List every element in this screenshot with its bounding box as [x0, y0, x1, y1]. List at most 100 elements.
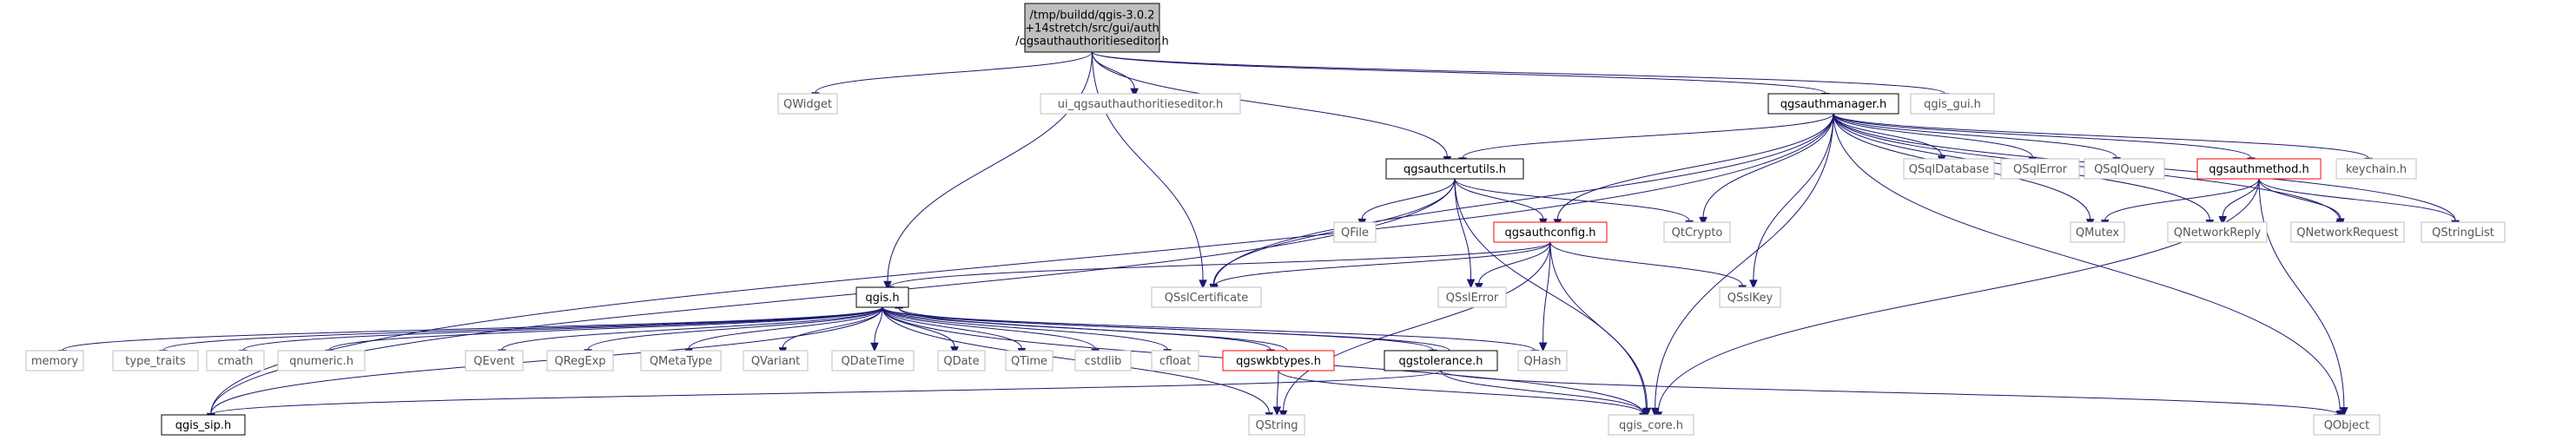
node-label: +14stretch/src/gui/auth — [1025, 23, 1159, 36]
node-label: cmath — [217, 355, 253, 368]
node-qfile: QFile — [1333, 221, 1377, 243]
node-wkbtypes[interactable]: qgswkbtypes.h — [1222, 350, 1335, 371]
node-label: QSslCertificate — [1165, 292, 1248, 305]
node-label: qgis.h — [865, 292, 899, 305]
node-label: QMetaType — [650, 355, 712, 368]
node-label: QObject — [2324, 419, 2370, 432]
node-box — [1910, 93, 1995, 115]
node-label: qgsauthconfig.h — [1505, 227, 1596, 240]
node-label: qgsauthcertutils.h — [1404, 163, 1506, 176]
node-box — [2070, 221, 2125, 243]
node-qdatetime: QDateTime — [831, 350, 915, 371]
node-box — [1608, 414, 1694, 436]
node-label: QNetworkRequest — [2296, 227, 2398, 240]
node-label: memory — [31, 355, 79, 368]
node-label: QSqlQuery — [2094, 163, 2155, 176]
node-label: QVariant — [751, 355, 800, 368]
node-label: qgsauthmethod.h — [2209, 163, 2308, 176]
edge-authmethod-to-netreply — [2218, 178, 2260, 226]
node-box — [1384, 350, 1498, 371]
node-stringlist: QStringList — [2421, 221, 2506, 243]
node-memory: memory — [25, 350, 84, 371]
node-label: keychain.h — [2346, 163, 2407, 176]
node-box — [277, 350, 366, 371]
node-box — [1903, 158, 1995, 180]
node-qevent: QEvent — [465, 350, 524, 371]
node-box — [1024, 3, 1160, 53]
node-qtcrypto: QtCrypto — [1663, 221, 1731, 243]
edge-authmanager-to-sslkey — [1749, 113, 1834, 290]
node-qhash: QHash — [1517, 350, 1568, 371]
node-box — [112, 350, 199, 371]
node-sqlerror: QSqlError — [2000, 158, 2080, 180]
node-authconfig[interactable]: qgsauthconfig.h — [1493, 221, 1608, 243]
node-cstdlib: cstdlib — [1074, 350, 1132, 371]
edge-wkbtypes-to-qstring — [1272, 370, 1282, 417]
node-tolerance[interactable]: qgstolerance.h — [1384, 350, 1498, 371]
node-label: qgis_gui.h — [1924, 98, 1981, 111]
node-box — [1517, 350, 1568, 371]
node-keychain: keychain.h — [2335, 158, 2417, 180]
node-sslerror: QSslError — [1437, 286, 1507, 308]
node-label: QMutex — [2076, 227, 2120, 240]
node-label: QTime — [1011, 355, 1047, 368]
node-sslcert: QSslCertificate — [1151, 286, 1262, 308]
node-sslkey: QSslKey — [1719, 286, 1781, 308]
node-box — [743, 350, 809, 371]
edge-root-to-sslcert — [1092, 51, 1207, 290]
node-box — [1663, 221, 1731, 243]
nodes-layer: /tmp/buildd/qgis-3.0.2+14stretch/src/gui… — [25, 3, 2506, 436]
node-label: /qgsauthauthoritieseditor.h — [1015, 36, 1169, 49]
node-label: qgswkbtypes.h — [1236, 355, 1321, 368]
node-label: QSqlDatabase — [1909, 163, 1989, 176]
node-label: QString — [1255, 419, 1298, 432]
node-qnumeric: qnumeric.h — [277, 350, 366, 371]
node-qvariant: QVariant — [743, 350, 809, 371]
node-box — [1719, 286, 1781, 308]
node-box — [2335, 158, 2417, 180]
node-box — [1767, 93, 1899, 115]
node-box — [1385, 158, 1524, 180]
node-ui-editor: ui_qgsauthauthoritieseditor.h — [1040, 93, 1241, 115]
node-qmutex: QMutex — [2070, 221, 2125, 243]
node-box — [855, 286, 909, 308]
node-box — [1151, 350, 1199, 371]
node-authmethod[interactable]: qgsauthmethod.h — [2196, 158, 2322, 180]
node-box — [1151, 286, 1262, 308]
node-authmanager[interactable]: qgsauthmanager.h — [1767, 93, 1899, 115]
edge-authmanager-to-qtcrypto — [1699, 113, 1834, 227]
node-box — [2167, 221, 2268, 243]
node-label: cfloat — [1159, 355, 1191, 368]
node-box — [2000, 158, 2080, 180]
node-label: qgis_core.h — [1619, 419, 1683, 432]
node-root: /tmp/buildd/qgis-3.0.2+14stretch/src/gui… — [1015, 3, 1169, 53]
node-netreply: QNetworkReply — [2167, 221, 2268, 243]
node-qgis-core: qgis_core.h — [1608, 414, 1694, 436]
node-label: QSslKey — [1727, 292, 1773, 305]
node-box — [25, 350, 84, 371]
node-label: ui_qgsauthauthoritieseditor.h — [1058, 98, 1224, 111]
node-sqldatabase: QSqlDatabase — [1903, 158, 1995, 180]
node-qstring: QString — [1248, 414, 1305, 436]
node-label: QEvent — [473, 355, 514, 368]
node-box — [2313, 414, 2381, 436]
node-certutils[interactable]: qgsauthcertutils.h — [1385, 158, 1524, 180]
node-box — [1493, 221, 1608, 243]
node-label: QStringList — [2432, 227, 2494, 240]
node-label: /tmp/buildd/qgis-3.0.2 — [1029, 10, 1154, 23]
edge-qgis_h-to-qdatetime — [870, 306, 883, 352]
node-box — [546, 350, 614, 371]
node-box — [1040, 93, 1241, 115]
node-box — [206, 350, 265, 371]
node-box — [161, 414, 246, 436]
node-box — [465, 350, 524, 371]
edge-authmethod-to-qobject — [2258, 178, 2348, 417]
node-box — [831, 350, 915, 371]
node-qgis-h[interactable]: qgis.h — [855, 286, 909, 308]
node-label: QSqlError — [2013, 163, 2068, 176]
node-label: QDateTime — [841, 355, 904, 368]
node-qwidget: QWidget — [777, 93, 838, 115]
node-label: QRegExp — [554, 355, 605, 368]
node-qgis-sip[interactable]: qgis_sip.h — [161, 414, 246, 436]
node-box — [640, 350, 722, 371]
